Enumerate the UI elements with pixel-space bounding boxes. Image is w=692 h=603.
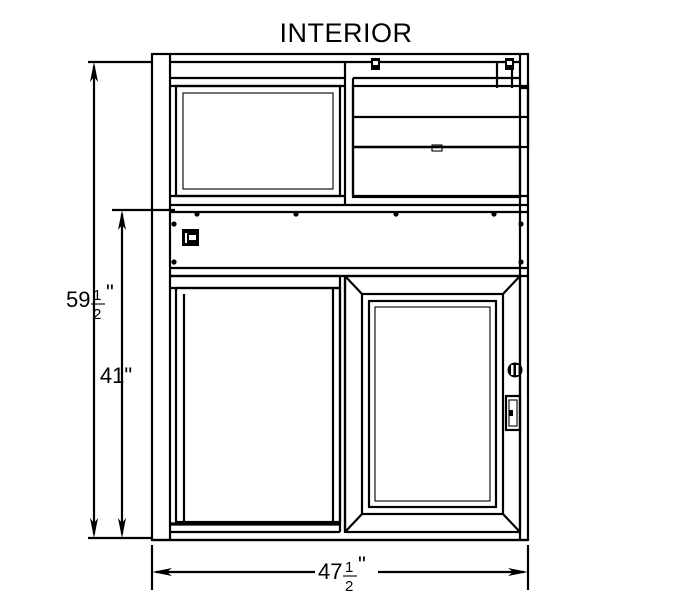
miter-bottom-left — [344, 513, 363, 533]
dimension-overall-width-label: 47 1 2 " — [318, 552, 366, 595]
latch-bolt — [509, 410, 513, 416]
fastener-dot-row-top — [194, 211, 497, 217]
door-inner-frame — [360, 292, 505, 516]
arrow-head-41-top — [118, 210, 126, 230]
arrow-head-right — [508, 568, 528, 576]
door-latch — [504, 394, 522, 432]
fastener-dot — [518, 221, 524, 227]
label-plate-flag — [189, 235, 196, 240]
top-fastener-right — [505, 58, 514, 70]
miter-bottom-right — [502, 513, 521, 533]
dim-width-whole: 47 — [318, 559, 342, 584]
dimension-overall-height-label: 59 1 2 " — [66, 280, 114, 323]
mid-rail-band — [170, 203, 528, 278]
arrow-head-bottom — [90, 518, 98, 538]
right-band-rect-lower — [351, 145, 522, 199]
drawing-title: INTERIOR — [279, 18, 412, 48]
door-glazing-bead — [367, 299, 498, 509]
top-fastener-left — [371, 58, 380, 70]
lock-slot-left — [511, 365, 514, 375]
upper-left-inner-rect — [182, 92, 334, 190]
dim-lower-height-label: 41" — [100, 363, 132, 388]
latch-strike-plate-icon — [504, 394, 522, 432]
upper-left-outer-rect — [174, 84, 342, 198]
fastener-dot — [518, 259, 524, 265]
band-notch-detail — [431, 144, 443, 152]
fastener-dot — [171, 221, 177, 227]
bolt-head-left-hole — [373, 61, 378, 65]
fastener-dot — [293, 211, 299, 217]
dim-width-unit: " — [358, 552, 366, 577]
fastener-dot — [393, 211, 399, 217]
dim-height-numerator: 1 — [93, 287, 101, 304]
lower-left-panel — [170, 274, 342, 534]
dim-width-numerator: 1 — [345, 559, 353, 576]
miter-top-left — [344, 275, 363, 295]
arrow-head-left — [152, 568, 172, 576]
fastener-dot — [491, 211, 497, 217]
lock-cylinder-icon — [507, 362, 523, 378]
dim-height-unit: " — [106, 280, 114, 305]
mid-badge — [182, 229, 199, 246]
arrow-head-top — [90, 62, 98, 82]
fastener-dot — [194, 211, 200, 217]
dimension-overall-height — [88, 60, 152, 540]
lower-section — [152, 274, 528, 542]
dim-height-denominator: 2 — [93, 306, 101, 323]
dimension-lower-height — [112, 208, 175, 538]
lower-left-outer-rect — [174, 286, 342, 524]
label-plate-bar — [185, 233, 187, 243]
fastener-dot-corners — [171, 221, 524, 265]
bolt-head-right-hole — [507, 61, 512, 65]
arrow-head-41-bottom — [118, 518, 126, 538]
lock-slot-right — [516, 365, 519, 375]
dim-height-whole: 59 — [66, 287, 90, 312]
dim-width-denominator: 2 — [345, 578, 353, 595]
door-knob — [507, 362, 523, 378]
miter-top-right — [502, 275, 521, 295]
upper-right-band — [351, 76, 530, 199]
lower-right-door — [343, 274, 522, 534]
dimension-overall-width — [150, 545, 530, 590]
upper-section — [170, 58, 530, 205]
fastener-dot — [171, 259, 177, 265]
door-outer-frame — [343, 274, 522, 534]
upper-left-panel — [174, 84, 342, 198]
door-glass-lite — [374, 306, 491, 502]
